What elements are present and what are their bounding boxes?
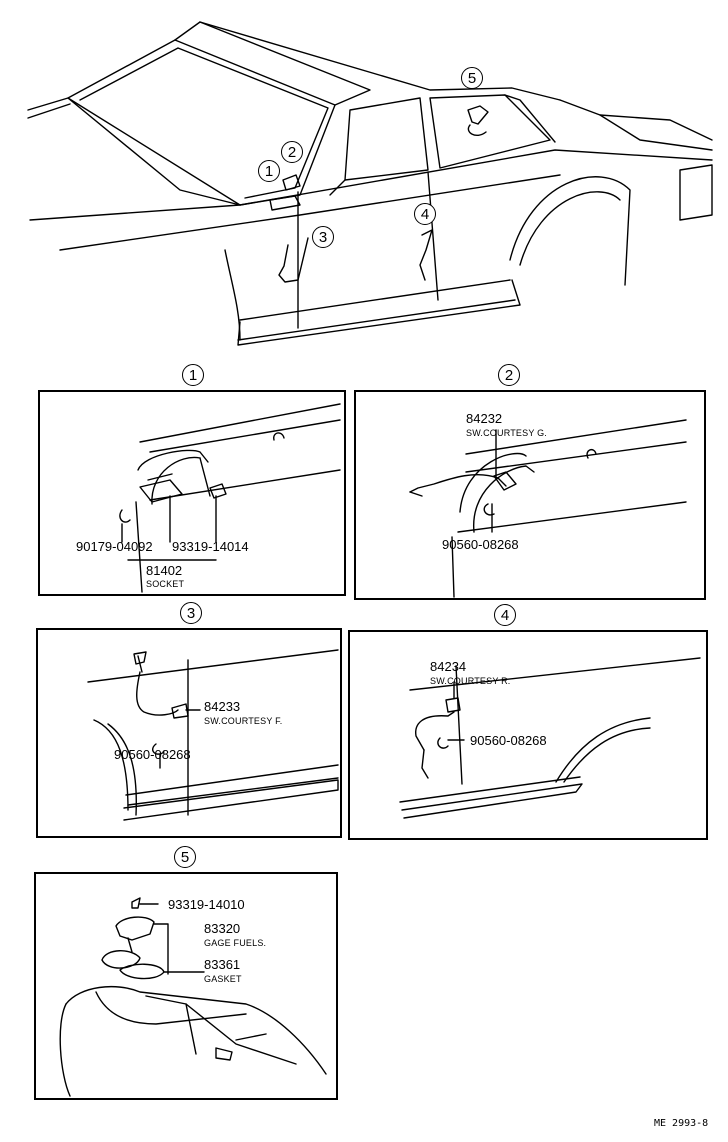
panel-1-name-socket: SOCKET (146, 579, 185, 589)
drawing-code: ME 2993-8 (654, 1118, 709, 1129)
panel-2-name-sw-courtesy-g: SW.COURTESY G. (466, 428, 547, 438)
panel-2-drawing (356, 392, 708, 602)
panel-1-part-90179-04092: 90179-04092 (76, 539, 153, 554)
panel-2-part-90560-08268: 90560-08268 (442, 537, 519, 552)
panel-4-part-90560-08268: 90560-08268 (470, 733, 547, 748)
panel-3: 84233 SW.COURTESY F. 90560-08268 (36, 628, 342, 838)
overview-callout-1: 1 (258, 160, 280, 182)
panel-3-drawing (38, 630, 344, 840)
panel-1-part-81402: 81402 (146, 563, 183, 578)
panel-2-number: 2 (498, 364, 520, 386)
panel-1-part-93319-14014: 93319-14014 (172, 539, 249, 554)
panel-3-name-sw-courtesy-f: SW.COURTESY F. (204, 716, 283, 726)
car-overview-drawing (0, 0, 728, 360)
panel-5-name-gasket: GASKET (204, 974, 242, 984)
panel-4-name-sw-courtesy-r: SW.COURTESY R. (430, 676, 511, 686)
overview-callout-2: 2 (281, 141, 303, 163)
panel-5: 93319-14010 83320 GAGE FUELS. 83361 GASK… (34, 872, 338, 1100)
overview-callout-3: 3 (312, 226, 334, 248)
panel-5-name-gage-fuels: GAGE FUELS. (204, 938, 267, 948)
panel-3-part-84233: 84233 (204, 699, 241, 714)
panel-3-number: 3 (180, 602, 202, 624)
panel-4-part-84234: 84234 (430, 659, 467, 674)
panel-1-drawing (40, 392, 348, 598)
panel-1: 90179-04092 93319-14014 81402 SOCKET (38, 390, 346, 596)
panel-2: 84232 SW.COURTESY G. 90560-08268 (354, 390, 706, 600)
panel-5-part-83361: 83361 (204, 957, 241, 972)
panel-4: 84234 SW.COURTESY R. 90560-08268 (348, 630, 708, 840)
panel-2-part-84232: 84232 (466, 411, 503, 426)
panel-5-drawing (36, 874, 340, 1102)
panel-4-number: 4 (494, 604, 516, 626)
panel-5-part-83320: 83320 (204, 921, 241, 936)
panel-5-part-93319-14010: 93319-14010 (168, 897, 245, 912)
overview-callout-5: 5 (461, 67, 483, 89)
panel-1-number: 1 (182, 364, 204, 386)
overview-callout-4: 4 (414, 203, 436, 225)
panel-5-number: 5 (174, 846, 196, 868)
panel-3-part-90560-08268: 90560-08268 (114, 747, 191, 762)
panel-4-drawing (350, 632, 710, 842)
